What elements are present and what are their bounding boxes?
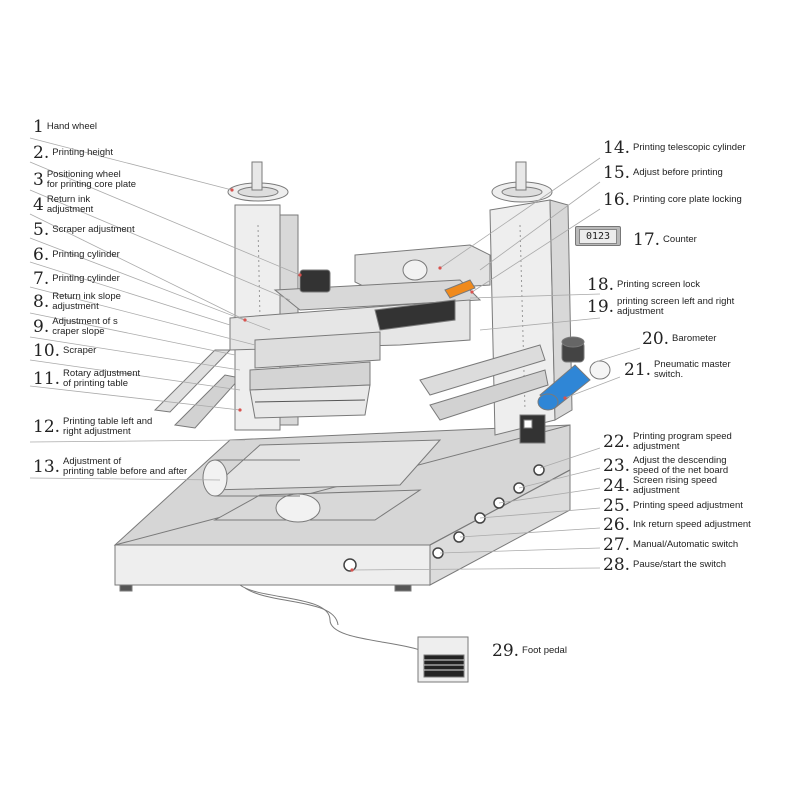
callout-number: 14. (603, 138, 631, 158)
callout-17: 17.Counter (633, 230, 697, 250)
callout-number: 26. (603, 515, 631, 535)
callout-number: 15. (603, 163, 631, 183)
callout-number: 21. (624, 360, 652, 380)
callout-text: Counter (663, 234, 697, 245)
callout-number: 10. (33, 341, 61, 361)
callout-25: 25.Printing speed adjustment (603, 496, 743, 516)
callout-number: 3 (33, 170, 44, 190)
right-frame (419, 161, 573, 436)
callout-2: 2.Printing height (33, 143, 113, 163)
pneumatic-unit (519, 336, 611, 444)
callout-11: 11.Rotary adjustment of printing table (33, 368, 141, 390)
callout-7: 7.Printing cylinder (33, 269, 120, 289)
callout-text: Hand wheel (46, 121, 97, 132)
callout-number: 29. (492, 641, 520, 661)
callout-number: 7. (33, 269, 50, 289)
callout-13: 13.Adjustment of printing table before a… (33, 456, 188, 478)
leader-lines (29, 137, 641, 571)
callout-number: 27. (603, 535, 631, 555)
callout-text: Pneumatic master switch. (654, 359, 731, 380)
callout-24: 24.Screen rising speed adjustment (603, 475, 718, 497)
printing-table (202, 439, 442, 523)
callout-text: Printing cylinder (52, 249, 120, 260)
callout-22: 22.Printing program speed adjustment (603, 431, 732, 453)
callout-number: 6. (33, 245, 50, 265)
callout-9: 9.Adjustment of s craper slope (33, 316, 118, 338)
callout-text: Adjustment of printing table before and … (63, 456, 188, 477)
callout-number: 28. (603, 555, 631, 575)
callout-29: 29.Foot pedal (492, 641, 567, 661)
callout-text: Return ink adjustment (46, 194, 94, 215)
callout-number: 16. (603, 190, 631, 210)
callout-number: 8. (33, 292, 50, 312)
callout-19: 19.printing screen left and right adjust… (587, 296, 735, 318)
callout-number: 4 (33, 195, 44, 215)
callout-text: Scraper adjustment (52, 224, 135, 235)
callout-number: 13. (33, 457, 61, 477)
leader-dots (230, 188, 567, 572)
callout-text: printing screen left and right adjustmen… (617, 296, 735, 317)
callout-number: 19. (587, 297, 615, 317)
callout-18: 18.Printing screen lock (587, 275, 700, 295)
callout-text: Manual/Automatic switch (633, 539, 739, 550)
callout-23: 23.Adjust the descending speed of the ne… (603, 455, 729, 477)
foot-pedal (239, 584, 469, 683)
callout-number: 20. (642, 329, 670, 349)
callout-number: 12. (33, 417, 61, 437)
callout-20: 20.Barometer (642, 329, 716, 349)
callout-14: 14.Printing telescopic cylinder (603, 138, 746, 158)
callout-16: 16.Printing core plate locking (603, 190, 742, 210)
callout-text: Scraper (63, 345, 97, 356)
callout-text: Printing screen lock (617, 279, 700, 290)
callout-text: Printing table left and right adjustment (63, 416, 153, 437)
callout-number: 9. (33, 317, 50, 337)
callout-text: Pause/start the switch (633, 559, 726, 570)
callout-number: 1 (33, 117, 44, 137)
callout-text: Foot pedal (522, 645, 567, 656)
callout-text: Adjustment of s craper slope (52, 316, 118, 337)
callout-12: 12.Printing table left and right adjustm… (33, 416, 153, 438)
callout-text: Printing telescopic cylinder (633, 142, 746, 153)
callout-number: 5. (33, 220, 50, 240)
callout-10: 10.Scraper (33, 341, 96, 361)
callout-21: 21.Pneumatic master switch. (624, 359, 731, 381)
callout-text: Positioning wheel for printing core plat… (46, 169, 137, 190)
callout-28: 28.Pause/start the switch (603, 555, 726, 575)
counter-display: 0123 (575, 226, 621, 246)
callout-text: Rotary adjustment of printing table (63, 368, 141, 389)
callout-text: Barometer (672, 333, 717, 344)
callout-6: 6.Printing cylinder (33, 245, 120, 265)
callout-text: Printing program speed adjustment (633, 431, 732, 452)
callout-text: Printing speed adjustment (633, 500, 743, 511)
callout-15: 15.Adjust before printing (603, 163, 723, 183)
callout-5: 5.Scraper adjustment (33, 220, 135, 240)
callout-text: Adjust before printing (633, 167, 723, 178)
callout-text: Printing height (52, 147, 113, 158)
callout-number: 22. (603, 432, 631, 452)
callout-text: Adjust the descending speed of the net b… (633, 455, 729, 476)
callout-27: 27.Manual/Automatic switch (603, 535, 738, 555)
callout-number: 18. (587, 275, 615, 295)
callout-text: Screen rising speed adjustment (633, 475, 718, 496)
callout-number: 2. (33, 143, 50, 163)
callout-text: Return ink slope adjustment (52, 291, 121, 312)
top-assembly (229, 244, 491, 419)
callout-number: 23. (603, 456, 631, 476)
callout-text: Printing cylinder (52, 273, 120, 284)
counter-value: 0123 (579, 229, 617, 244)
callout-text: Ink return speed adjustment (633, 519, 751, 530)
callout-text: Printing core plate locking (633, 194, 742, 205)
callout-number: 17. (633, 230, 661, 250)
callout-number: 25. (603, 496, 631, 516)
callout-8: 8.Return ink slope adjustment (33, 291, 121, 313)
callout-26: 26.Ink return speed adjustment (603, 515, 751, 535)
callout-number: 24. (603, 476, 631, 496)
callout-number: 11. (33, 369, 61, 389)
